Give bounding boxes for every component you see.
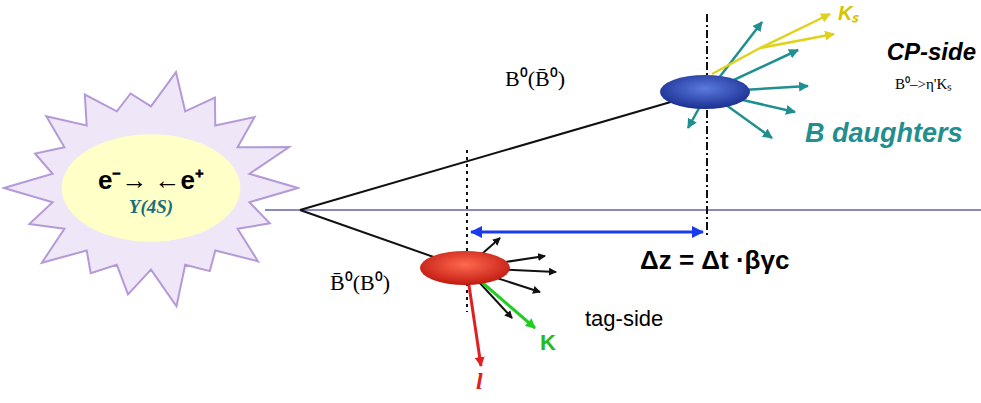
formula-label: Δz = Δt ·βγc bbox=[640, 246, 789, 276]
particle-label: K bbox=[540, 330, 556, 355]
lepton-track bbox=[467, 272, 481, 366]
particle-label: l bbox=[476, 368, 483, 396]
resonance-label: Υ(4S) bbox=[2, 196, 300, 218]
daughters-label: B daughters bbox=[805, 118, 963, 149]
particle-label: Kₛ bbox=[838, 2, 858, 25]
collision-starburst: e⁻→ ←e⁺Υ(4S) bbox=[2, 66, 300, 310]
decay-channel: B⁰–>η'Kₛ bbox=[895, 76, 952, 93]
beam-label: e⁻→ ←e⁺ bbox=[2, 166, 300, 196]
cp-vertex bbox=[660, 75, 750, 109]
ks-daughter-tracks bbox=[712, 14, 834, 74]
side-title: CP-side bbox=[887, 38, 976, 66]
vertex-marker-line bbox=[466, 150, 468, 312]
tag-vertex bbox=[420, 251, 510, 285]
particle-label: B̄⁰(B⁰) bbox=[330, 270, 390, 295]
beam-axis bbox=[265, 209, 981, 211]
b-flight-path bbox=[300, 92, 705, 210]
vertex-marker-line bbox=[706, 14, 708, 238]
delta-z-arrow bbox=[471, 231, 703, 234]
side-title: tag-side bbox=[585, 306, 663, 331]
particle-label: B⁰(B̄⁰) bbox=[505, 66, 565, 91]
